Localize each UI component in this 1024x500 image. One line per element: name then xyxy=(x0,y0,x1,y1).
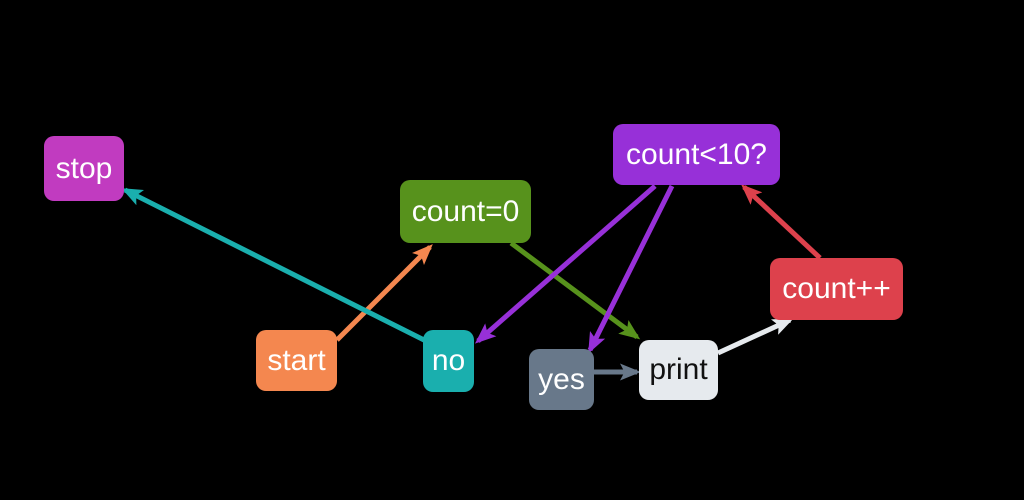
node-label-countpp: count++ xyxy=(782,272,891,305)
node-label-print: print xyxy=(649,353,708,386)
edge-start-to-count0 xyxy=(335,244,433,342)
node-label-stop: stop xyxy=(55,151,113,185)
node-label-no: no xyxy=(431,344,466,377)
node-label-count0: count=0 xyxy=(411,194,520,228)
node-count0[interactable]: count=0 xyxy=(400,180,531,243)
node-label-start: start xyxy=(267,343,326,377)
edge-countpp-to-countlt xyxy=(741,184,822,260)
edge-countlt-to-yes xyxy=(587,184,675,354)
node-label-countlt: count<10? xyxy=(626,137,767,171)
node-countpp[interactable]: count++ xyxy=(770,258,903,320)
node-stop[interactable]: stop xyxy=(44,136,124,201)
edge-count0-to-print xyxy=(509,240,641,340)
node-no[interactable]: no xyxy=(423,330,474,392)
node-label-yes: yes xyxy=(538,362,585,396)
edge-print-to-countpp xyxy=(716,317,794,356)
edge-countlt-to-no xyxy=(474,184,657,344)
edge-no-to-stop xyxy=(121,187,450,355)
node-countlt[interactable]: count<10? xyxy=(613,124,780,185)
node-print[interactable]: print xyxy=(639,340,718,400)
node-start[interactable]: start xyxy=(256,330,337,391)
node-yes[interactable]: yes xyxy=(529,349,594,410)
